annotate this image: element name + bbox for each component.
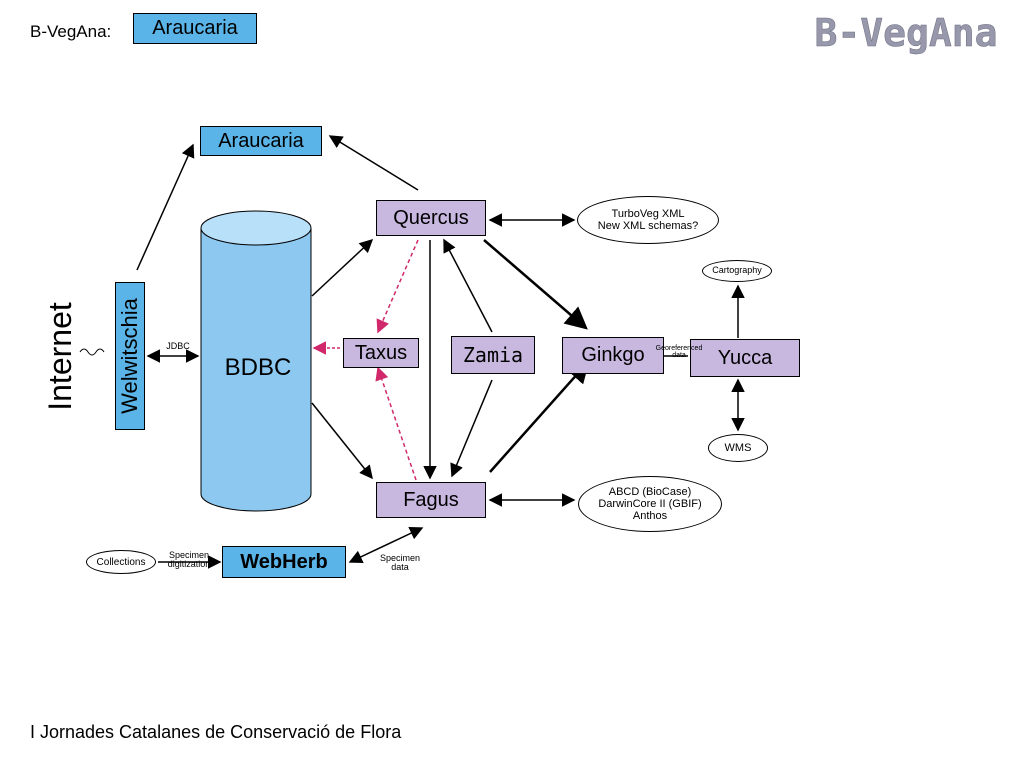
bdbc-label: BDBC [225, 354, 292, 381]
node-taxus[interactable]: Taxus [343, 338, 419, 368]
node-yucca[interactable]: Yucca [690, 339, 800, 377]
node-ginkgo[interactable]: Ginkgo [562, 337, 664, 374]
header-label: B-VegAna: [30, 22, 112, 41]
specimen-digit-line-1: Specimen [168, 550, 210, 560]
specimen-digitization-label: Specimen digitization [160, 551, 218, 569]
ellipse-collections[interactable]: Collections [86, 550, 156, 574]
ellipse-cartography[interactable]: Cartography [702, 260, 772, 282]
turboveg-line-1: TurboVeg XML [611, 207, 685, 220]
abcd-line-3: Anthos [632, 510, 668, 523]
jdbc-label: JDBC [166, 341, 190, 351]
ellipse-turboveg[interactable]: TurboVeg XML New XML schemas? [577, 196, 719, 244]
node-zamia[interactable]: Zamia [451, 336, 535, 374]
ellipse-abcd[interactable]: ABCD (BioCase) DarwinCore II (GBIF) Anth… [578, 476, 722, 532]
node-araucaria[interactable]: Araucaria [200, 126, 322, 156]
georeferenced-line-1: Georeferenced [655, 345, 703, 352]
header-chip-araucaria[interactable]: Araucaria [133, 13, 257, 44]
specimen-data-label: Specimen data [372, 554, 428, 572]
georeferenced-label: Georeferenced data [654, 345, 704, 360]
welwitschia-box[interactable]: Welwitschia [115, 282, 145, 430]
node-webherb[interactable]: WebHerb [222, 546, 346, 578]
turboveg-line-2: New XML schemas? [597, 220, 699, 232]
welwitschia-label: Welwitschia [117, 298, 142, 414]
brand-logo: B-VegAna [814, 11, 998, 56]
node-fagus[interactable]: Fagus [376, 482, 486, 518]
abcd-line-1: ABCD (BioCase) [608, 485, 692, 498]
ellipse-wms[interactable]: WMS [708, 434, 768, 462]
abcd-line-2: DarwinCore II (GBIF) [598, 497, 702, 510]
specimen-digit-line-2: digitization [167, 559, 211, 569]
bdbc-cylinder[interactable]: BDBC [200, 210, 312, 512]
specimen-data-line-1: Specimen [379, 553, 421, 563]
georeferenced-line-2: data [672, 352, 686, 360]
node-quercus[interactable]: Quercus [376, 200, 486, 236]
internet-label-wrap: Internet [20, 302, 100, 411]
footer-title: I Jornades Catalanes de Conservació de F… [30, 722, 402, 742]
specimen-data-line-2: data [391, 562, 409, 572]
brand-text: B-VegAna [814, 11, 997, 55]
internet-label: Internet [41, 301, 78, 411]
